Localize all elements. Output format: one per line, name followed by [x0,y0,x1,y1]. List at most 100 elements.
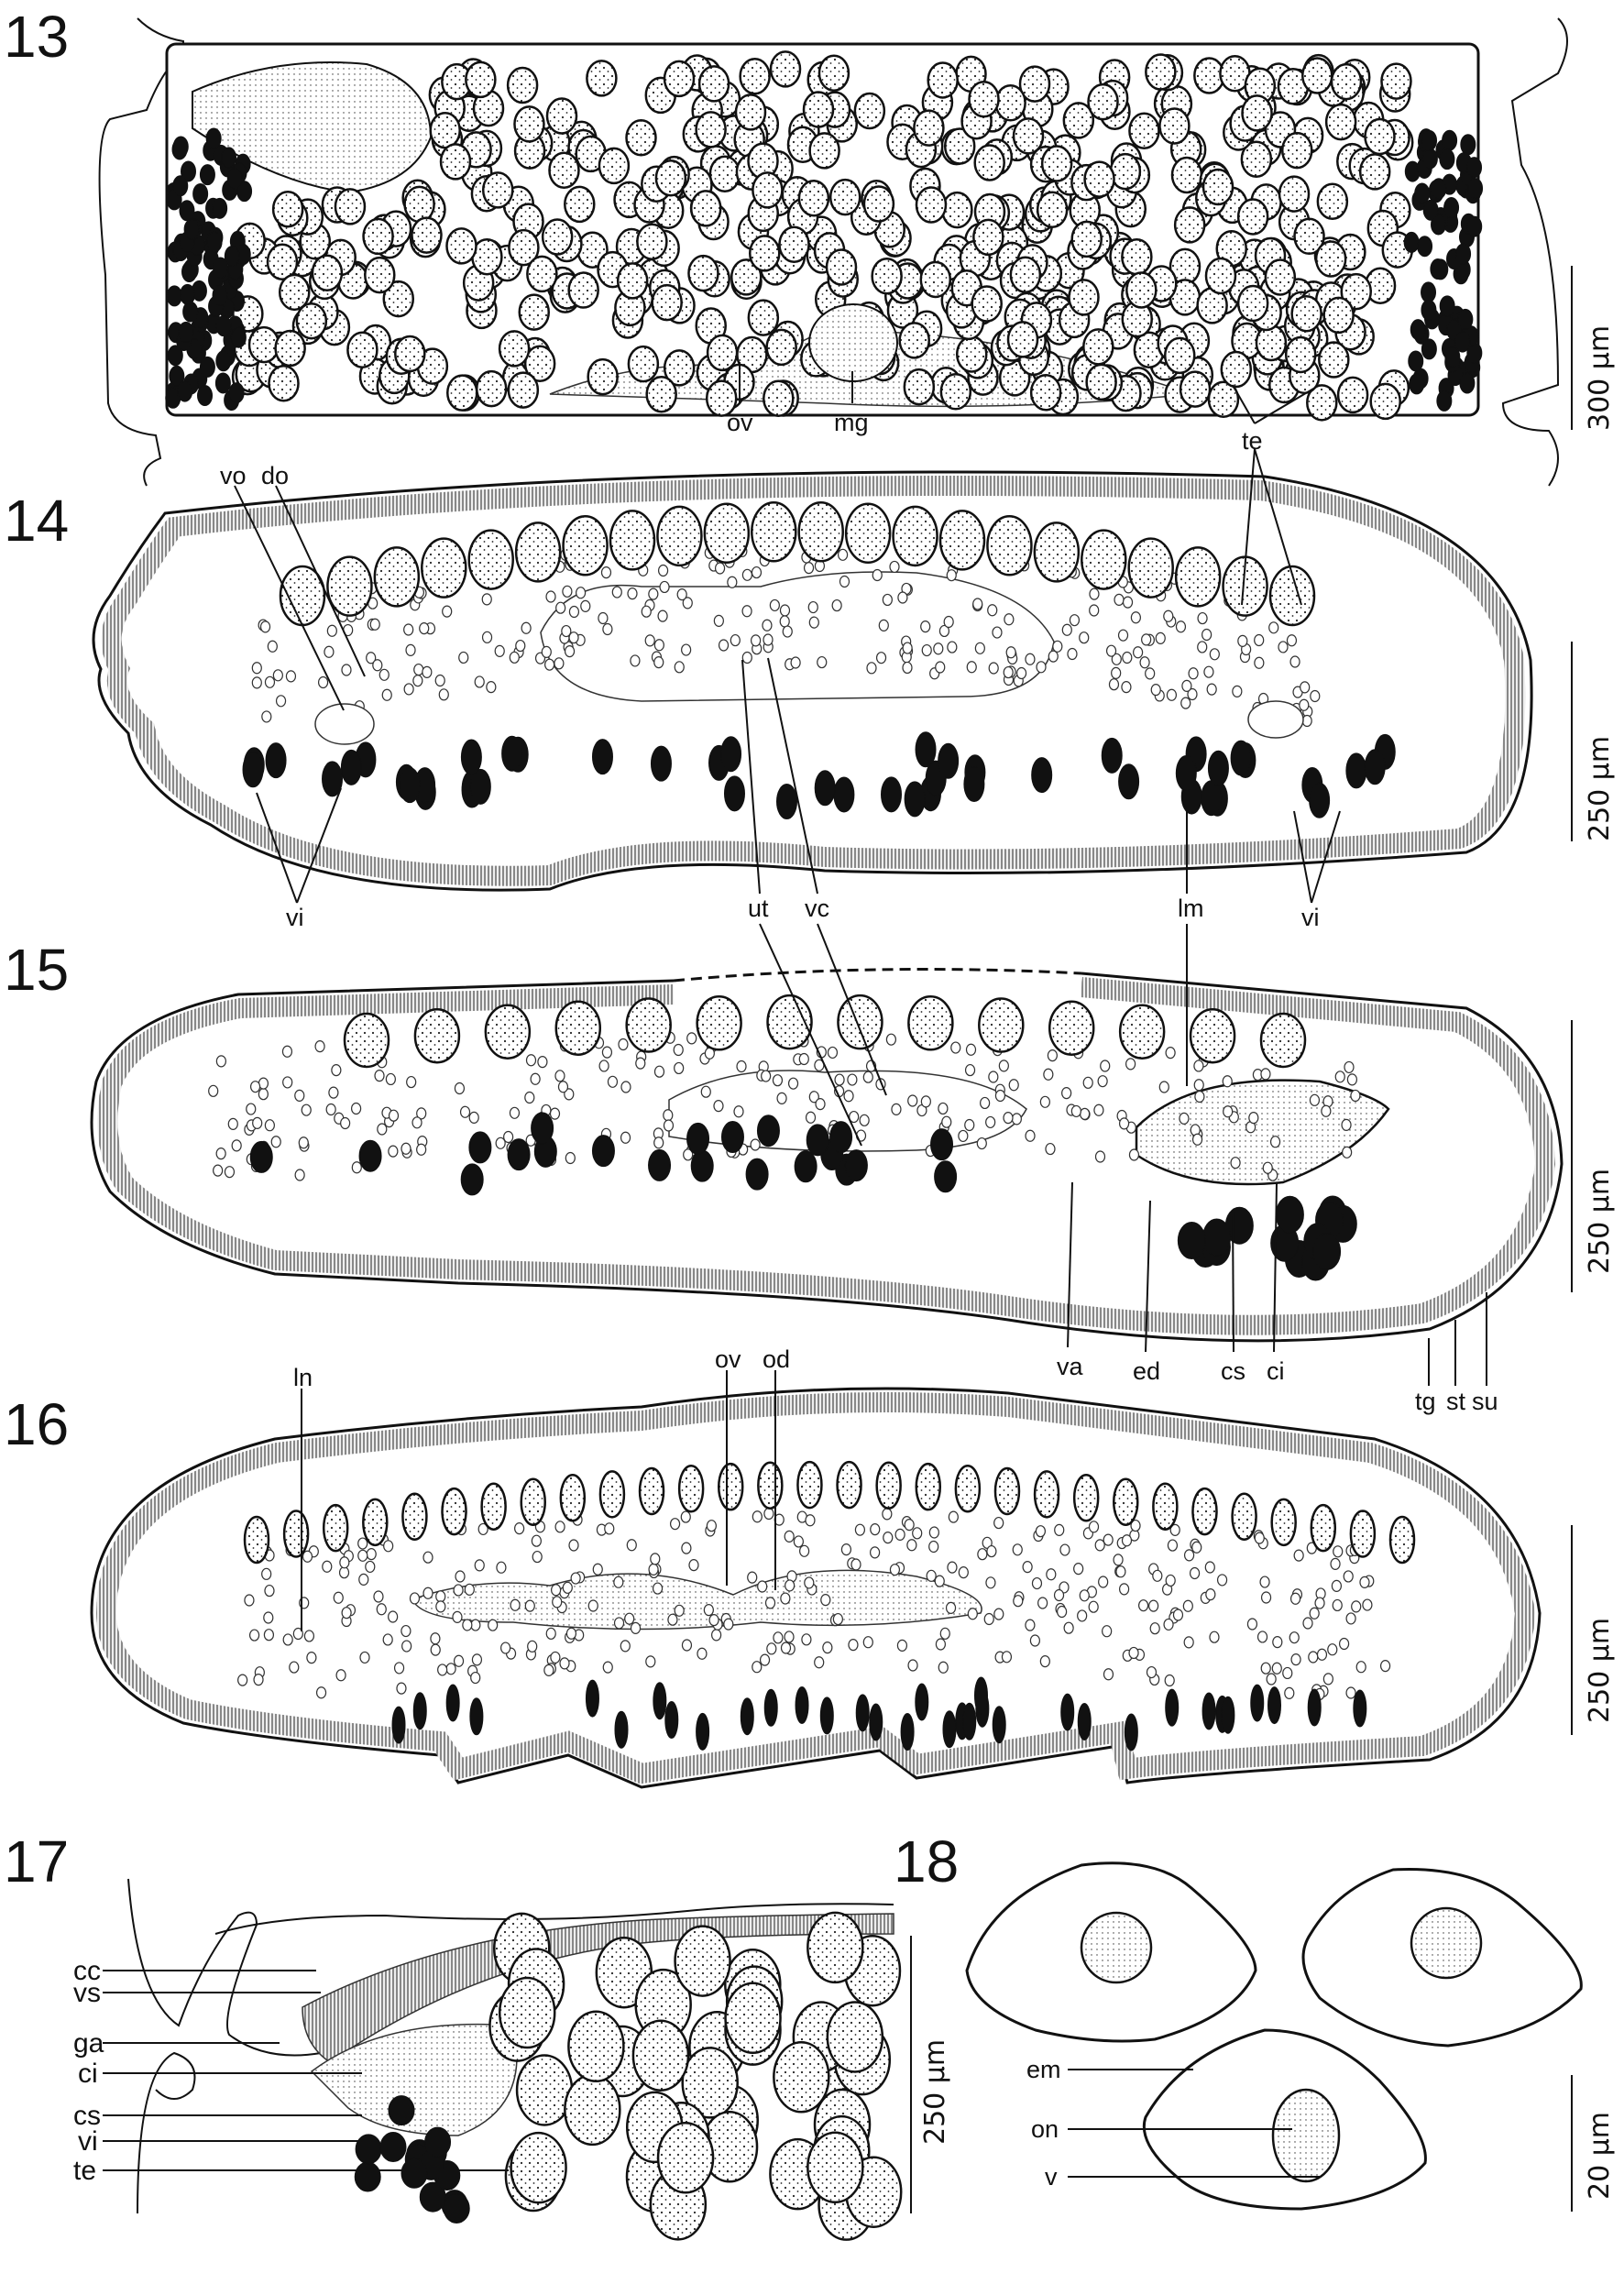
granule [568,631,579,644]
testis [751,500,797,563]
vitelline-follicle [212,284,228,306]
granule [376,1603,387,1616]
granule [902,642,913,654]
granule [1278,641,1289,653]
testis [1070,220,1103,258]
tegument [97,977,1556,1335]
granule [1260,1068,1271,1081]
granule [554,657,565,670]
testis [973,144,1005,181]
granule [249,1081,261,1093]
granule [1128,1148,1140,1161]
granule [750,1138,761,1151]
granule [1284,1686,1295,1699]
granule [904,1519,915,1532]
granule [1015,666,1027,680]
granule [761,1070,772,1082]
granule [1069,614,1081,627]
granule [341,1607,352,1620]
granule [764,1597,776,1609]
granule [659,580,670,594]
granule [1167,1539,1179,1552]
granule [474,1559,485,1572]
vitelline-follicle [531,1112,554,1145]
panel-15: 15 va ed cs ci tg st su 250 µm [4,923,1616,1415]
vitelline-follicle [166,285,182,307]
testis [656,2122,715,2194]
vitelline-follicle [992,1706,1006,1744]
vitelline-follicle [391,1706,406,1744]
testis [506,66,539,104]
granule [282,1076,293,1089]
granule [907,1094,918,1107]
granule [495,1136,506,1149]
vitelline-follicle [915,731,937,768]
granule [1121,1534,1133,1547]
vitelline-follicle [242,752,264,788]
granule [1079,1589,1090,1602]
label-on: on [1031,2115,1059,2143]
testis [1268,565,1316,627]
label-te: te [73,2156,96,2186]
testis [326,555,373,617]
testis [507,371,540,409]
testis [705,379,738,417]
testis [939,373,972,411]
granule [351,1161,362,1174]
vitelline-follicle [354,2161,381,2192]
vitelline-follicle [1467,177,1484,199]
testis [598,1470,626,1519]
testis [243,1515,270,1565]
vitelline-follicle [1466,215,1483,237]
label-tg: tg [1415,1388,1436,1415]
egg-1 [965,1861,1257,2043]
granule [974,642,985,654]
granule [1309,1093,1321,1106]
granule [317,675,329,689]
granule [688,1559,699,1572]
label-v: v [1045,2163,1058,2191]
granule [1322,1673,1333,1686]
granule [261,1567,272,1580]
vitelline-follicle [1439,295,1455,317]
granule [723,1618,734,1631]
testis [362,217,394,256]
granule [373,1590,384,1603]
granule [388,1109,400,1122]
vitelline-follicle [1421,129,1438,151]
testis [807,2131,864,2204]
granule [683,1148,694,1161]
testis [564,2073,621,2147]
vitelline-follicle [1409,373,1425,395]
granule [1111,666,1122,680]
granule [464,1583,475,1596]
testis [465,60,497,99]
granule [481,593,492,606]
granule [815,1098,826,1111]
granule [967,1608,978,1620]
granule [1175,620,1187,633]
testis [429,112,461,149]
testis [968,81,1000,118]
label-vi: vi [1301,904,1320,931]
vitelline-follicle [468,1131,492,1164]
testis [978,997,1025,1053]
granule [790,656,801,669]
testis [1068,279,1100,316]
granule [604,1522,615,1535]
vitelline-follicle [1421,338,1437,360]
granule [703,1604,714,1617]
granule [993,1608,1004,1620]
vitelline-follicle [1230,740,1252,776]
granule [1163,1618,1174,1631]
granule [587,1599,598,1612]
granule [324,645,335,658]
granule [730,633,741,647]
testis [1082,328,1114,366]
granule [413,663,424,676]
granule [624,1612,635,1625]
granule [459,1105,471,1118]
label-vo: vo [220,462,247,489]
granule [985,1576,996,1589]
testis [1121,237,1153,276]
